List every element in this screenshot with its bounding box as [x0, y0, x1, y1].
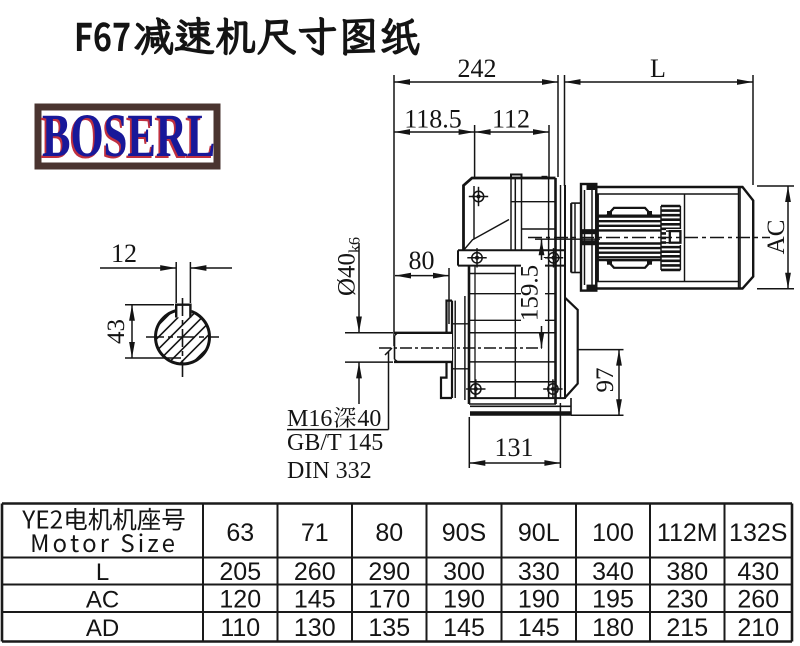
svg-text:80: 80	[375, 519, 403, 547]
svg-text:135: 135	[368, 614, 410, 642]
svg-text:40: 40	[357, 406, 381, 432]
svg-text:190: 190	[518, 585, 560, 613]
svg-text:330: 330	[518, 558, 560, 586]
svg-text:GB/T 145: GB/T 145	[287, 430, 383, 456]
svg-text:215: 215	[666, 614, 708, 642]
svg-text:205: 205	[219, 558, 261, 586]
svg-text:110: 110	[220, 614, 260, 642]
svg-text:145: 145	[443, 614, 485, 642]
svg-text:100: 100	[592, 519, 634, 547]
svg-text:118.5: 118.5	[404, 105, 462, 134]
svg-text:132S: 132S	[729, 519, 787, 547]
svg-text:159.5: 159.5	[517, 265, 544, 321]
svg-text:90S: 90S	[442, 519, 486, 547]
svg-text:120: 120	[219, 585, 261, 613]
svg-text:260: 260	[294, 558, 336, 586]
svg-text:112: 112	[492, 105, 530, 134]
svg-text:AC: AC	[86, 586, 119, 613]
svg-text:80: 80	[409, 246, 435, 275]
svg-text:195: 195	[592, 585, 634, 613]
svg-text:130: 130	[294, 614, 336, 642]
svg-text:AD: AD	[86, 615, 119, 642]
svg-text:230: 230	[666, 585, 708, 613]
svg-text:131: 131	[495, 433, 534, 462]
svg-text:210: 210	[737, 614, 779, 642]
svg-text:BOSERL: BOSERL	[40, 105, 213, 172]
svg-text:M16: M16	[287, 406, 332, 432]
svg-text:63: 63	[226, 519, 254, 547]
svg-text:180: 180	[592, 614, 634, 642]
svg-text:290: 290	[368, 558, 410, 586]
svg-text:DIN 332: DIN 332	[287, 458, 372, 484]
svg-text:145: 145	[518, 614, 560, 642]
svg-text:43: 43	[103, 319, 130, 344]
svg-text:Ø40k6: Ø40k6	[334, 237, 364, 296]
svg-text:112M: 112M	[657, 519, 718, 547]
svg-text:430: 430	[737, 558, 779, 586]
svg-text:90L: 90L	[518, 519, 560, 547]
svg-text:170: 170	[368, 585, 410, 613]
svg-text:380: 380	[666, 558, 708, 586]
svg-text:L: L	[650, 54, 666, 83]
svg-text:190: 190	[443, 585, 485, 613]
svg-text:145: 145	[294, 585, 336, 613]
svg-text:260: 260	[737, 585, 779, 613]
svg-text:BOSERL: BOSERL	[42, 103, 215, 170]
svg-text:340: 340	[592, 558, 634, 586]
svg-text:71: 71	[301, 519, 329, 547]
svg-text:12: 12	[111, 239, 137, 268]
svg-text:L: L	[96, 559, 109, 586]
svg-text:300: 300	[443, 558, 485, 586]
svg-text:242: 242	[458, 54, 497, 83]
svg-text:97: 97	[592, 368, 619, 393]
